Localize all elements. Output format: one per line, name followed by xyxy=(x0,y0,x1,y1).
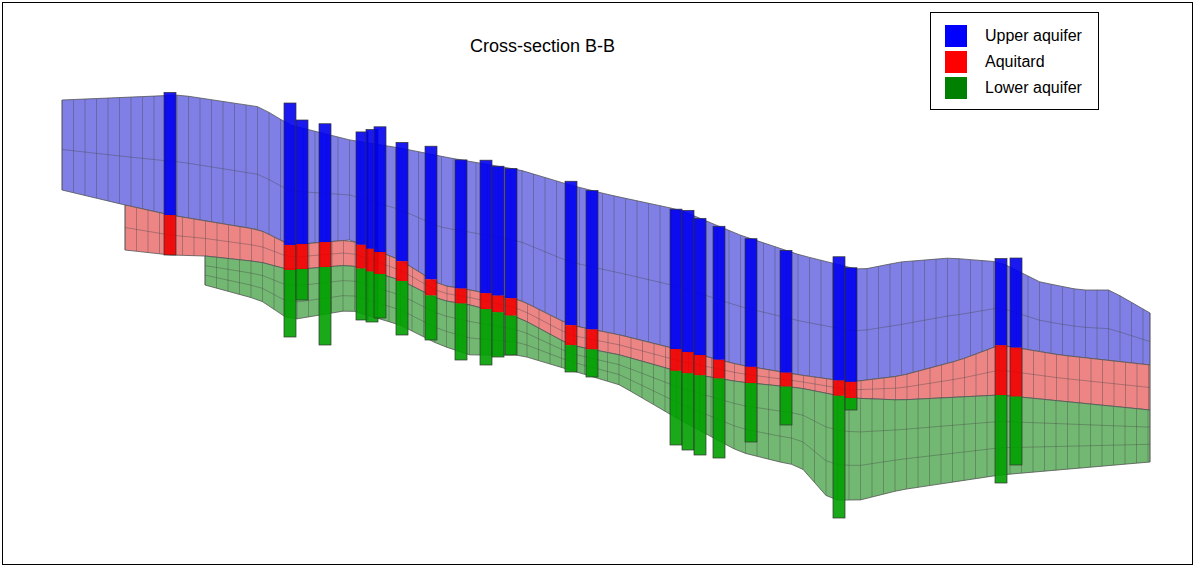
legend-swatch xyxy=(945,25,967,47)
legend-label: Aquitard xyxy=(985,53,1045,71)
legend-swatch xyxy=(945,77,967,99)
legend-swatch xyxy=(945,51,967,73)
legend-label: Upper aquifer xyxy=(985,27,1082,45)
legend-row: Lower aquifer xyxy=(945,75,1082,101)
legend-row: Upper aquifer xyxy=(945,23,1082,49)
legend-label: Lower aquifer xyxy=(985,79,1082,97)
legend-box: Upper aquiferAquitardLower aquifer xyxy=(930,12,1099,110)
section-title: Cross-section B-B xyxy=(0,36,1085,57)
legend-row: Aquitard xyxy=(945,49,1082,75)
borehole-columns xyxy=(164,92,1022,518)
